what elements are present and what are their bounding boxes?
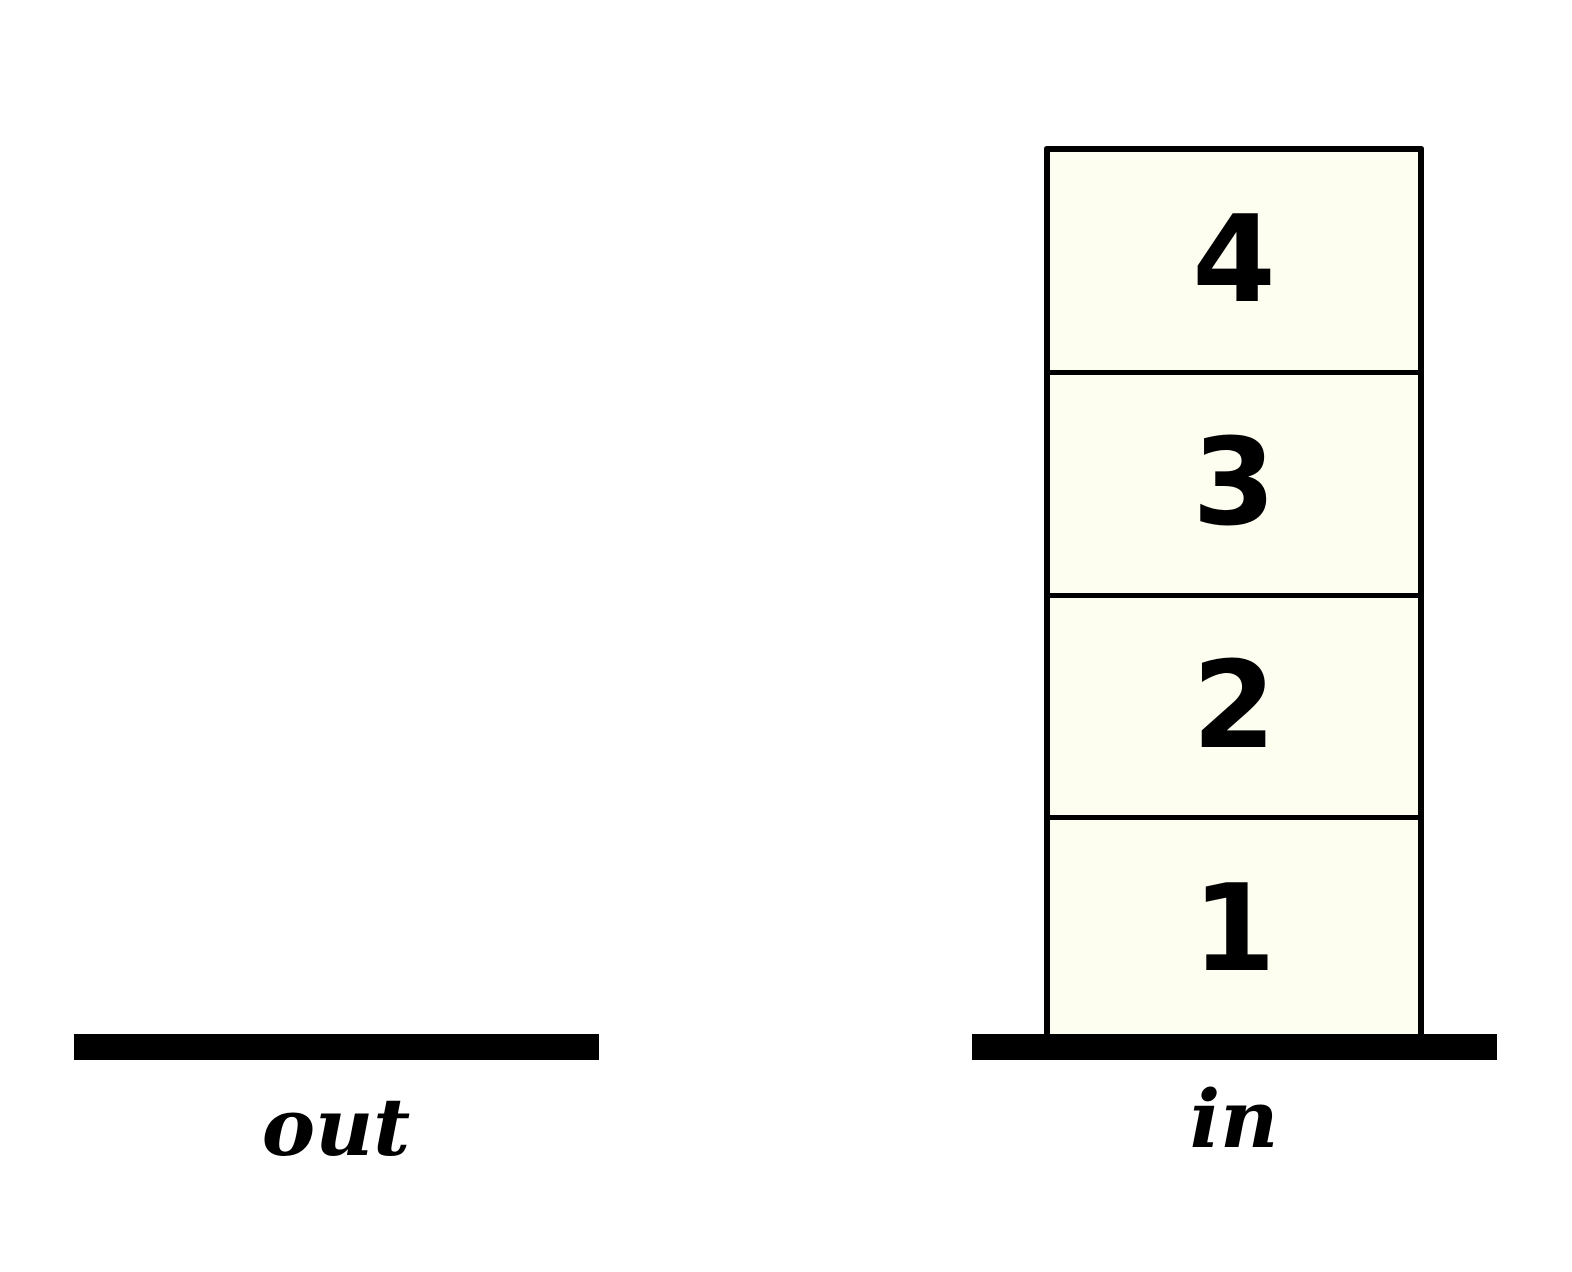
in-stack-base <box>972 1034 1497 1060</box>
out-stack-label: out <box>261 1080 411 1174</box>
stack-cell: 1 <box>1192 859 1276 999</box>
in-stack-label: in <box>1189 1072 1279 1166</box>
stack-cell: 2 <box>1050 598 1418 821</box>
out-stack-base <box>74 1034 599 1060</box>
in-stack-container: 4 3 2 1 <box>1044 146 1424 1038</box>
stack-cell: 3 <box>1050 375 1418 598</box>
stack-cell: 4 <box>1050 152 1418 375</box>
